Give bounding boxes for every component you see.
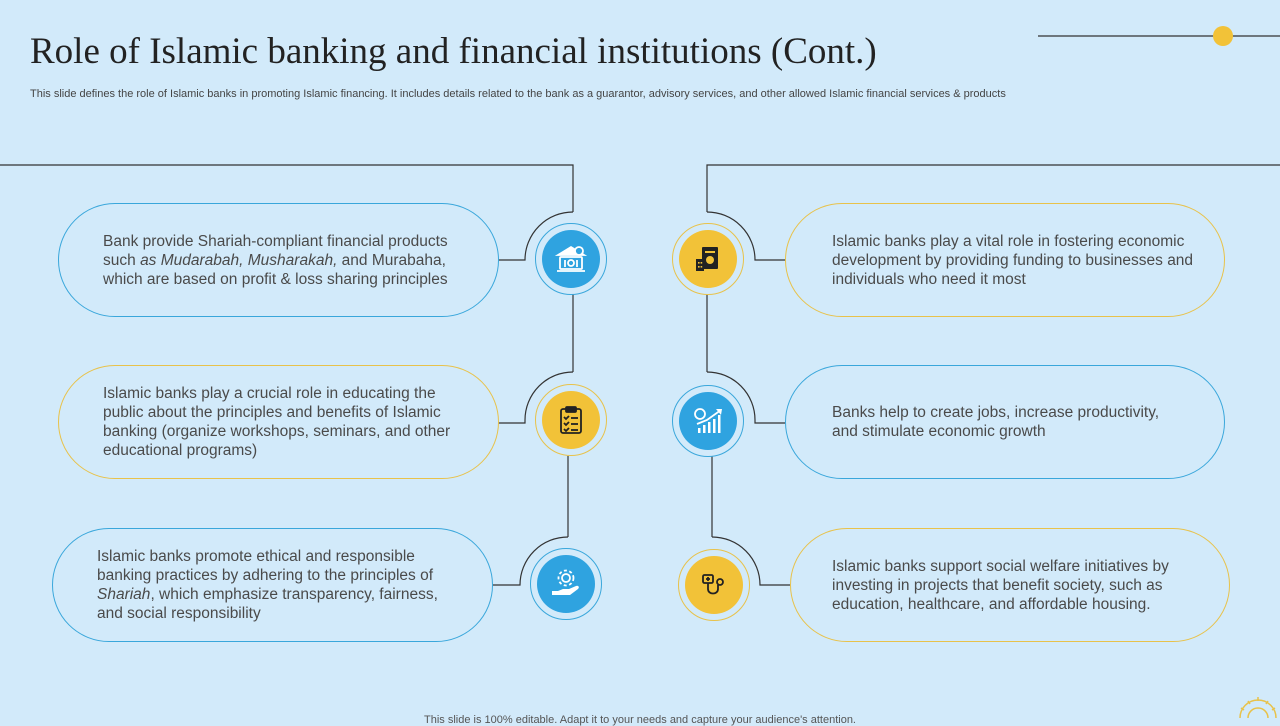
icon-ring xyxy=(535,223,607,295)
footer-note: This slide is 100% editable. Adapt it to… xyxy=(424,714,856,726)
accent-dot xyxy=(1213,26,1233,46)
card-ethical-banking: Islamic banks promote ethical and respon… xyxy=(52,528,493,642)
icon-ring xyxy=(672,223,744,295)
card-text: Islamic banks play a vital role in foste… xyxy=(832,232,1194,288)
icon-ring xyxy=(678,549,750,621)
icon-ring xyxy=(535,384,607,456)
card-text: Bank provide Shariah-compliant financial… xyxy=(103,232,448,288)
card-economic-development: Islamic banks play a vital role in foste… xyxy=(785,203,1225,317)
icon-ring xyxy=(530,548,602,620)
hand-gear-icon xyxy=(537,555,595,613)
card-text: Islamic banks promote ethical and respon… xyxy=(97,548,438,622)
icon-ring xyxy=(672,385,744,457)
page-subtitle: This slide defines the role of Islamic b… xyxy=(30,88,1006,100)
card-social-welfare: Islamic banks support social welfare ini… xyxy=(790,528,1230,642)
card-text: Islamic banks play a crucial role in edu… xyxy=(103,385,451,459)
card-education: Islamic banks play a crucial role in edu… xyxy=(58,365,499,479)
card-text: Islamic banks support social welfare ini… xyxy=(832,557,1169,613)
clipboard-checklist-icon xyxy=(542,391,600,449)
page-title: Role of Islamic banking and financial in… xyxy=(30,31,877,72)
building-document-icon xyxy=(679,230,737,288)
card-text: Banks help to create jobs, increase prod… xyxy=(832,404,1160,440)
card-job-creation: Banks help to create jobs, increase prod… xyxy=(785,365,1225,479)
growth-chart-icon xyxy=(679,392,737,450)
gear-logo-icon xyxy=(1239,697,1277,719)
card-islamic-products: Bank provide Shariah-compliant financial… xyxy=(58,203,499,317)
stethoscope-icon xyxy=(685,556,743,614)
bank-icon xyxy=(542,230,600,288)
